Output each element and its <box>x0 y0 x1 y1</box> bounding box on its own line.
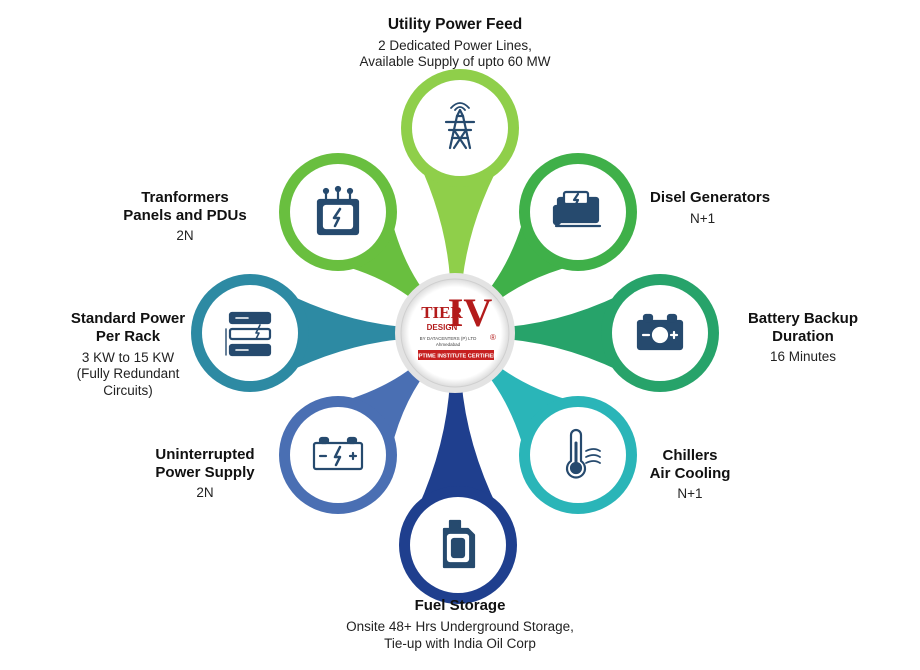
logo-roman-numeral: IV <box>448 290 493 335</box>
server-rack-icon <box>225 311 272 357</box>
battery-title-line-1: Battery Backup <box>747 310 859 327</box>
fuel-can-icon <box>442 519 476 569</box>
node-rack <box>191 274 425 392</box>
label-diesel: Disel Generators N+1 <box>650 189 850 228</box>
center-logo: IV TIER DESIGN BY DATACENTERS (P) LTD Ah… <box>395 273 515 393</box>
logo-company-text: BY DATACENTERS (P) LTD <box>420 336 477 341</box>
transformers-desc: 2N <box>176 227 194 243</box>
logo-city-text: Ahmedabad <box>436 342 461 347</box>
rack-desc-line-2: (Fully Redundant <box>76 366 180 382</box>
transformers-title-line-1: Tranformers <box>141 189 229 206</box>
node-chillers <box>472 350 637 514</box>
petal-stem-rack <box>268 283 425 383</box>
power-tower-icon <box>444 102 476 150</box>
label-transformers: Tranformers Panels and PDUs 2N <box>95 189 275 244</box>
diesel-title: Disel Generators <box>650 189 771 206</box>
logo-design-text: DESIGN <box>427 323 458 332</box>
petal-stem-utility <box>410 144 509 304</box>
logo-tier-text: TIER <box>421 303 463 322</box>
transformer-icon <box>316 185 360 236</box>
label-fuel: Fuel Storage Onsite 48+ Hrs Underground … <box>290 597 630 652</box>
fuel-desc-line-1: Onsite 48+ Hrs Underground Storage, <box>346 619 574 635</box>
rack-desc-line-1: 3 KW to 15 KW <box>81 349 175 365</box>
petal-stem-fuel <box>408 362 508 528</box>
rack-desc-line-3: Circuits) <box>103 382 153 398</box>
rack-title-line-1: Standard Power <box>70 310 186 327</box>
petal-stem-battery <box>485 283 642 383</box>
transformers-title-line-2: Panels and PDUs <box>123 207 247 225</box>
fuel-desc-line-2: Tie-up with India Oil Corp <box>384 635 536 651</box>
label-utility: Utility Power Feed 2 Dedicated Power Lin… <box>300 16 610 71</box>
node-battery <box>485 274 719 392</box>
node-fuel <box>399 362 517 604</box>
node-utility <box>401 69 519 304</box>
logo-registered-mark: ® <box>490 333 496 342</box>
generator-icon <box>552 190 602 228</box>
node-transformers <box>279 153 438 315</box>
ups-title-line-1: Uninterrupted <box>155 446 255 463</box>
rack-title-line-2: Per Rack <box>95 328 161 346</box>
label-rack: Standard Power Per Rack 3 KW to 15 KW (F… <box>48 310 208 399</box>
battery-title-line-2: Duration <box>772 328 834 346</box>
ups-battery-icon <box>312 436 364 471</box>
label-ups: Uninterrupted Power Supply 2N <box>130 446 280 501</box>
label-chillers: Chillers Air Cooling N+1 <box>630 447 750 502</box>
diesel-desc: N+1 <box>690 211 716 227</box>
battery-icon <box>636 313 684 351</box>
utility-desc-line-1: 2 Dedicated Power Lines, <box>378 37 532 53</box>
fuel-title: Fuel Storage <box>414 597 506 614</box>
node-diesel <box>472 153 637 316</box>
label-battery: Battery Backup Duration 16 Minutes <box>728 310 878 365</box>
battery-desc: 16 Minutes <box>769 348 837 364</box>
node-ups <box>279 351 438 514</box>
ups-desc: 2N <box>196 484 214 500</box>
ups-title-line-2: Power Supply <box>155 464 255 482</box>
logo-banner-text: UPTIME INSTITUTE CERTIFIED <box>415 354 498 360</box>
chillers-desc: N+1 <box>677 485 703 501</box>
chillers-title-line-1: Chillers <box>662 447 718 464</box>
utility-title: Utility Power Feed <box>387 16 523 33</box>
thermometer-icon <box>565 428 601 479</box>
logo-banner <box>418 350 494 360</box>
utility-desc-line-2: Available Supply of upto 60 MW <box>359 54 551 70</box>
petal-disc-utility <box>412 80 508 176</box>
chillers-title-line-2: Air Cooling <box>649 465 731 483</box>
